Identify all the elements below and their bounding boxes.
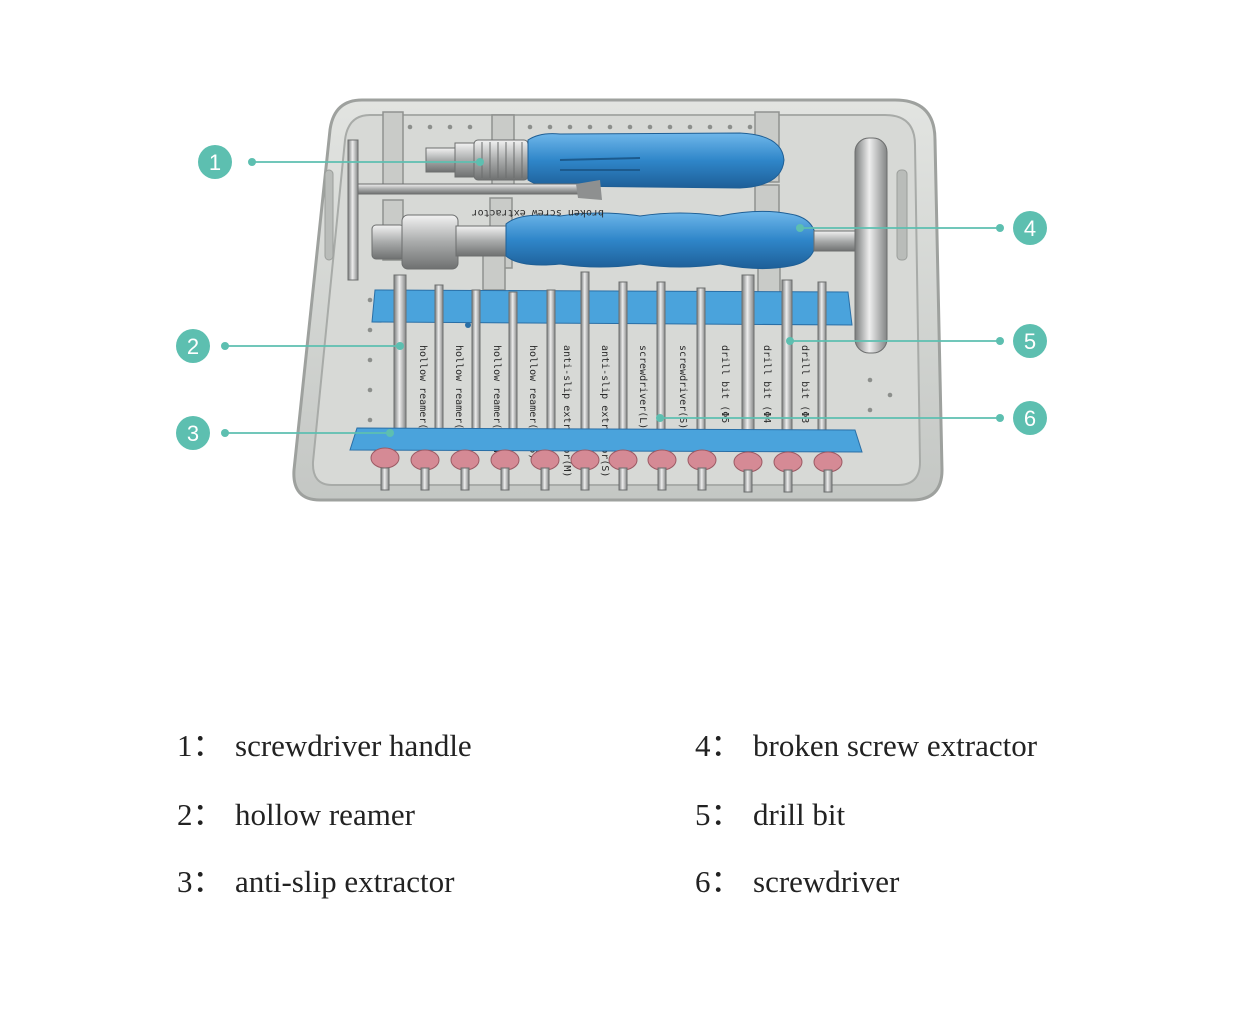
t-handle <box>347 139 602 281</box>
callout-marker-5: 5 <box>1013 324 1047 358</box>
instrument-set-figure: broken screw extractor hollow reamer(Φ3.… <box>176 98 1047 502</box>
callout-marker-3: 3 <box>176 416 210 450</box>
instrument-rack-bottom <box>349 427 863 453</box>
callout-marker-4-number: 4 <box>1024 216 1036 241</box>
legend-item-6: 6： screwdriver <box>695 856 899 901</box>
engraved-hollow-reamer-2-7: hollow reamer(Φ2.7) <box>453 345 464 459</box>
legend-label-6: screwdriver <box>753 864 900 899</box>
legend-number-6: 6： <box>695 864 742 899</box>
legend-number-1: 1： <box>177 728 224 763</box>
callout-marker-3-number: 3 <box>187 421 199 446</box>
engraved-hollow-reamer-3: hollow reamer(Φ3. <box>417 345 428 447</box>
legend-item-2: 2： hollow reamer <box>177 789 415 834</box>
legend-label-3: anti-slip extractor <box>235 864 455 899</box>
legend-item-3: 3： anti-slip extractor <box>177 856 455 901</box>
callout-marker-1-number: 1 <box>209 150 221 175</box>
instrument-shafts: hollow reamer(Φ3. hollow reamer(Φ2.7) ho… <box>393 271 827 477</box>
legend-number-2: 2： <box>177 797 224 832</box>
legend-label-5: drill bit <box>753 797 846 832</box>
engraved-screwdriver-l: screwdriver(L) <box>637 345 648 429</box>
callout-marker-2: 2 <box>176 329 210 363</box>
callout-dots <box>221 158 1004 437</box>
engraved-broken-screw-extractor: broken screw extractor <box>472 207 604 218</box>
callout-marker-5-number: 5 <box>1024 329 1036 354</box>
callout-marker-2-number: 2 <box>187 334 199 359</box>
legend-number-5: 5： <box>695 797 742 832</box>
legend: 1： screwdriver handle 2： hollow reamer 3： a… <box>0 700 1240 920</box>
engraved-anti-slip-extractor-m: anti-slip extractor(M) <box>561 345 572 477</box>
callout-marker-1: 1 <box>198 145 232 179</box>
engraved-anti-slip-extractor-s: anti-slip extractor(S) <box>599 345 610 477</box>
legend-label-2: hollow reamer <box>235 797 415 832</box>
legend-label-1: screwdriver handle <box>235 728 472 763</box>
shaft-ends <box>380 467 833 493</box>
screwdriver-handle-tool <box>425 132 785 189</box>
legend-item-4: 4： broken screw extractor <box>695 720 1037 765</box>
engraved-hollow-reamer-2-4: hollow reamer(Φ2.4) <box>491 345 502 459</box>
legend-number-4: 4： <box>695 728 742 763</box>
callout-marker-4: 4 <box>1013 211 1047 245</box>
legend-item-5: 5： drill bit <box>695 789 845 834</box>
legend-label-4: broken screw extractor <box>753 728 1038 763</box>
broken-screw-extractor-tool: broken screw extractor <box>371 137 888 354</box>
callout-marker-6: 6 <box>1013 401 1047 435</box>
legend-item-1: 1： screwdriver handle <box>177 720 472 765</box>
engraved-screwdriver-s: screwdriver(S) <box>677 345 688 429</box>
engraved-hollow-reamer-1-5: hollow reamer(Φ1.5) <box>527 345 538 459</box>
engraved-drill-bit-3: drill bit (Φ3 <box>799 345 810 423</box>
legend-number-3: 3： <box>177 864 224 899</box>
instrument-tray-photo: broken screw extractor hollow reamer(Φ3.… <box>176 98 1047 502</box>
callout-marker-6-number: 6 <box>1024 406 1036 431</box>
engraved-drill-bit-4: drill bit (Φ4 <box>761 345 772 423</box>
engraved-drill-bit-5: drill bit (Φ5 <box>719 345 730 423</box>
callout-lines <box>225 161 1000 434</box>
